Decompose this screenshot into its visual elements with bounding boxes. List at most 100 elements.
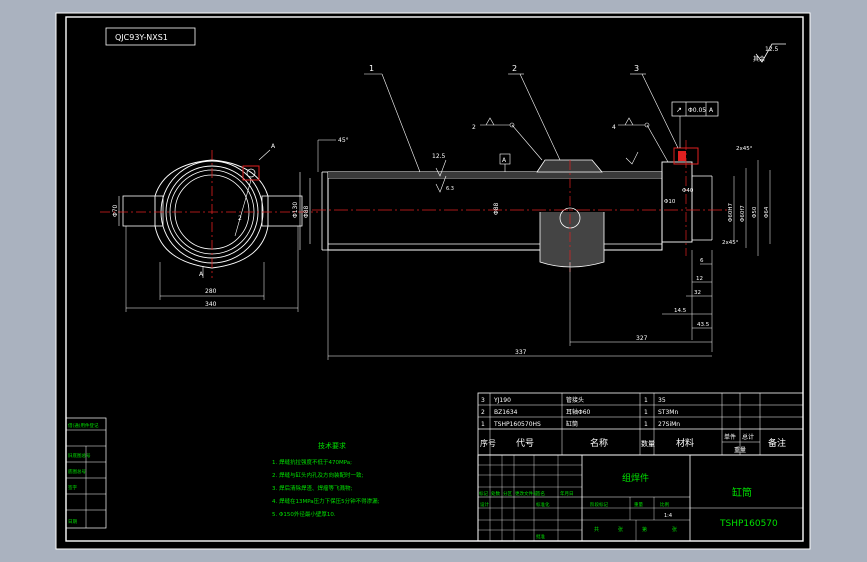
technical-notes: 技术要求 1. 焊缝抗拉强度不低于470MPa; 2. 焊缝与缸头内孔及方向装配… [272, 441, 380, 518]
code-tag: QJC93Y-NXS1 [115, 33, 168, 42]
tb-label-change: 更改文件号 [515, 490, 538, 497]
title-block: 标记 处数 分区 更改文件号 签名 年月日 设计 标准化 批准 组焊件 阶段标记… [477, 454, 804, 542]
dim-phi-mid: Φ88 [493, 202, 500, 215]
bom-header-weight: 重量 [734, 446, 746, 454]
bom-header-unit: 单件 [724, 433, 736, 441]
tb-drawing-number: TSHP160570 [719, 519, 778, 529]
dim-right-3: Φ50 [752, 206, 758, 218]
tb-label-mark: 标记 [479, 490, 488, 497]
bom-header-total: 总计 [742, 433, 754, 441]
bom-row3-name: 缸筒 [566, 420, 578, 428]
balloon-3: 3 [634, 64, 639, 73]
tb-sheet-index: 第 [642, 526, 647, 533]
tb-label-design: 设计 [480, 501, 489, 508]
tb-label-date: 年月日 [560, 490, 574, 497]
left-strip-table: 借(通)用件登记 旧底图总号 底图总号 签字 日期 [65, 417, 107, 529]
gdt-symbol: ↗ [676, 106, 682, 114]
tb-part-name: 缸筒 [732, 486, 752, 499]
dim-32: 32 [694, 290, 701, 296]
tb-stage-label: 阶段标记 [590, 501, 608, 508]
datum-a-box: A [502, 157, 507, 164]
note-4: 4. 焊缝在13MPa压力下保压5分钟不得渗漏; [272, 497, 380, 505]
dim-right-4: Φ64 [764, 206, 770, 218]
bom-row2-qty: 1 [644, 409, 648, 416]
gdt-frame [671, 101, 719, 117]
dim-340: 340 [205, 301, 217, 308]
trunnion-body [539, 212, 605, 268]
left-strip-label-1: 旧底图总号 [68, 452, 91, 459]
dim-6: 6 [700, 258, 704, 264]
dim-14-5: 14.5 [674, 308, 687, 314]
tb-label-standard: 标准化 [536, 501, 550, 508]
trunnion-top [536, 159, 603, 173]
dim-phi10: Φ10 [664, 199, 676, 205]
bom-row3-qty: 1 [644, 421, 648, 428]
dim-phi40: Φ40 [682, 188, 694, 194]
bom-header-remark: 备注 [768, 437, 786, 449]
bom-header-material: 材料 [676, 437, 694, 449]
bom-row2-material: ST3Mn [658, 409, 678, 416]
roughness-tube-inner: 6.3 [446, 186, 454, 192]
balloon-1: 1 [369, 64, 374, 73]
code-tag-box [105, 27, 196, 46]
bom-table: 3 YJ190 管接头 1 35 2 BZ1634 耳轴Φ60 1 ST3Mn … [477, 392, 804, 456]
dim-337: 337 [515, 349, 527, 356]
weld-symbol-1: 2 [472, 124, 476, 131]
dim-right-1: Φ60H7 [728, 203, 734, 222]
note-3: 3. 焊后清除焊渣、焊瘤等飞溅物; [272, 484, 352, 492]
note-2: 2. 焊缝与缸头内孔及方向装配时一致; [272, 471, 363, 479]
bom-row1-no: 3 [481, 397, 485, 404]
weld-symbol-2: 4 [612, 124, 616, 131]
dim-phi130: Φ130 [292, 202, 299, 218]
left-strip-label-0: 借(通)用件登记 [68, 422, 99, 429]
bom-row3-no: 1 [481, 421, 485, 428]
tube-wall-top [328, 172, 662, 178]
section-a-bottom: A [199, 271, 204, 278]
dim-280: 280 [205, 288, 217, 295]
section-a-top: A [271, 143, 276, 150]
dim-chamfer-right-top: 2x45° [736, 146, 753, 152]
bom-row1-code: YJ190 [493, 397, 511, 404]
roughness-note: 其余 [753, 55, 765, 63]
note-1: 1. 焊缝抗拉强度不低于470MPa; [272, 458, 352, 466]
bom-row3-material: 27SiMn [658, 421, 680, 428]
tb-sheet-unit-1: 张 [618, 526, 623, 533]
left-strip-label-3: 签字 [68, 484, 77, 491]
gdt-tolerance: Φ0.05 [688, 107, 706, 114]
tb-label-approve: 批准 [536, 533, 545, 540]
dim-chamfer-right-bottom: 2x45° [722, 240, 739, 246]
bom-header-name: 名称 [590, 437, 608, 449]
roughness-value: 12.5 [765, 46, 779, 53]
bom-header-code: 代号 [516, 438, 534, 449]
dim-12: 12 [696, 276, 703, 282]
dim-phi88: Φ88 [303, 205, 310, 218]
notes-title: 技术要求 [318, 441, 346, 450]
dim-end-ear: Φ70 [112, 204, 119, 217]
dim-327: 327 [636, 335, 648, 342]
dim-chamfer-45: 45° [338, 137, 349, 144]
bom-header-qty: 数量 [641, 439, 655, 448]
bom-row1-material: 35 [658, 397, 666, 404]
roughness-symbol-general: 其余 12.5 [753, 43, 786, 63]
gdt-datum: A [709, 107, 714, 114]
tb-sheet-unit-2: 张 [672, 526, 677, 533]
tb-label-sign: 签名 [536, 490, 545, 497]
tb-label-count: 处数 [491, 490, 500, 497]
bom-row2-name: 耳轴Φ60 [566, 408, 591, 416]
roughness-tube: 12.5 [432, 153, 446, 160]
tb-sheet-total: 共 [594, 526, 599, 533]
left-strip-label-4: 日期 [68, 519, 77, 525]
bom-header-no: 序号 [480, 438, 496, 448]
bom-row3-code: TSHP160570HS [493, 421, 541, 428]
note-5: 5. Φ150外径最小壁厚10. [272, 510, 336, 518]
dim-right-2: Φ60f7 [740, 205, 746, 222]
tb-assembly-name: 组焊件 [622, 472, 649, 484]
bom-row1-name: 管接头 [566, 396, 584, 404]
tb-scale-value: 1:4 [664, 513, 672, 519]
tb-weight-label: 重量 [634, 501, 643, 508]
balloon-2: 2 [512, 64, 517, 73]
main-view: 1 2 3 45° 12.5 6.3 A 2 4 [292, 64, 771, 360]
bom-row2-no: 2 [481, 409, 485, 416]
sheet-inner-border [65, 16, 804, 542]
